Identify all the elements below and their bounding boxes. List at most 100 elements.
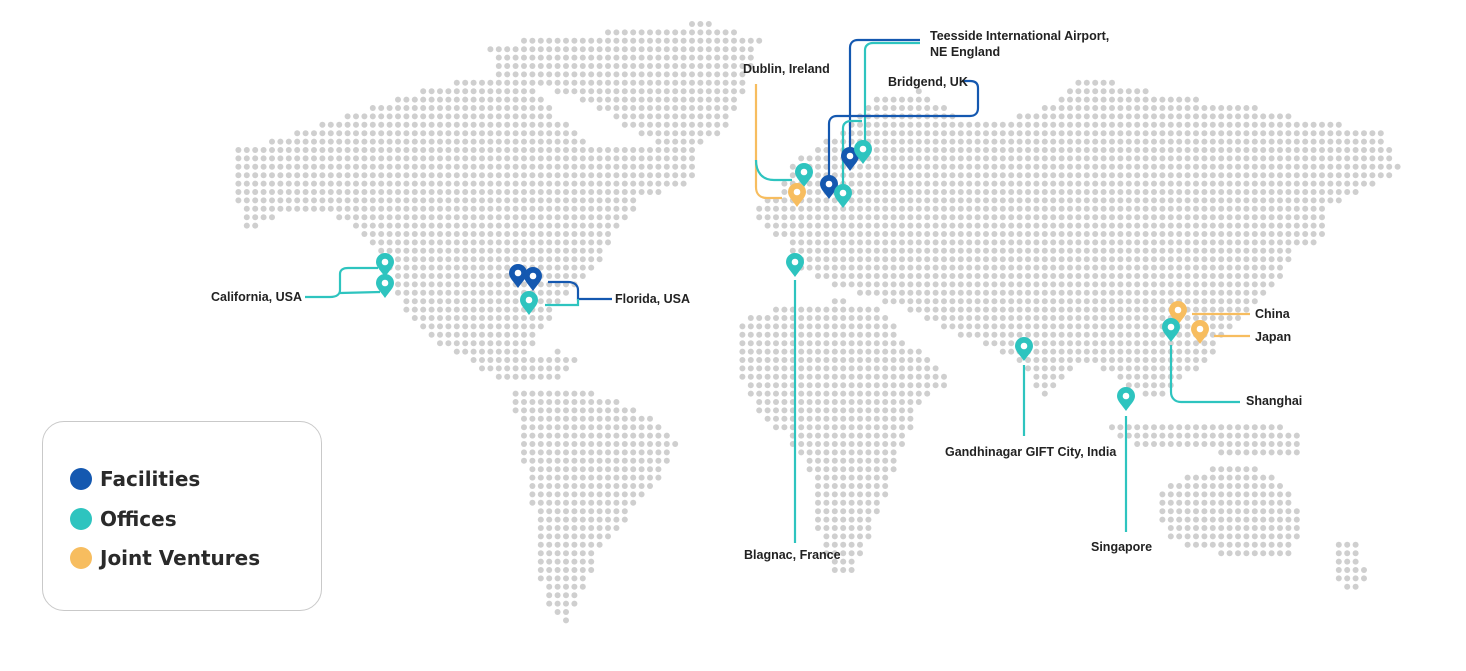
- map-dot: [1277, 508, 1283, 515]
- map-dot: [823, 247, 830, 254]
- map-dot: [1067, 189, 1073, 195]
- map-dot: [840, 390, 847, 397]
- map-dot: [873, 499, 880, 506]
- map-dot: [395, 189, 401, 195]
- map-dot: [1218, 138, 1225, 145]
- map-dot: [1025, 239, 1031, 246]
- map-dot: [638, 172, 645, 179]
- map-dot: [924, 357, 931, 363]
- japan-jv-pin[interactable]: [1191, 320, 1209, 344]
- map-dot: [613, 483, 620, 489]
- map-dot: [882, 163, 889, 170]
- map-dot: [361, 205, 368, 212]
- map-dot: [1251, 541, 1258, 548]
- map-dot: [1125, 155, 1132, 162]
- map-dot: [663, 46, 670, 53]
- map-dot: [957, 163, 964, 170]
- map-dot: [420, 273, 427, 279]
- map-dot: [1008, 264, 1015, 271]
- map-dot: [1041, 281, 1048, 288]
- shanghai-office-pin[interactable]: [1162, 318, 1180, 342]
- map-dot: [1193, 348, 1199, 355]
- map-dot: [336, 172, 343, 179]
- california-office-pin-1[interactable]: [376, 253, 394, 277]
- map-dot: [1134, 138, 1141, 145]
- map-dot: [613, 46, 620, 53]
- map-dot: [1058, 222, 1065, 229]
- map-dot: [806, 197, 813, 204]
- map-dot: [1209, 231, 1216, 237]
- map-dot: [806, 457, 813, 464]
- map-dot: [537, 205, 544, 212]
- florida-facility-pin-2[interactable]: [524, 267, 542, 291]
- map-dot: [865, 474, 872, 481]
- map-dot: [798, 155, 805, 162]
- map-dot: [831, 373, 838, 380]
- map-dot: [512, 331, 519, 338]
- map-dot: [1209, 138, 1216, 145]
- map-dot: [1058, 323, 1065, 330]
- map-dot: [1067, 180, 1073, 187]
- map-dot: [596, 205, 603, 212]
- map-dot: [529, 222, 536, 229]
- map-dot: [554, 172, 561, 179]
- map-dot: [1125, 348, 1132, 355]
- map-dot: [386, 214, 393, 221]
- map-dot: [932, 205, 939, 212]
- map-dot: [915, 382, 922, 389]
- map-dot: [1142, 239, 1149, 246]
- map-dot: [890, 399, 897, 405]
- map-dot: [512, 113, 519, 120]
- gandhinagar-office-pin[interactable]: [1015, 337, 1033, 361]
- map-dot: [672, 71, 679, 78]
- map-dot: [563, 567, 569, 573]
- map-dot: [554, 264, 561, 271]
- map-dot: [1050, 247, 1057, 254]
- map-dot: [1302, 231, 1309, 237]
- map-dot: [563, 289, 569, 296]
- map-dot: [1235, 172, 1241, 179]
- map-dot: [571, 172, 578, 179]
- map-dot: [1352, 147, 1359, 153]
- map-dot: [495, 306, 502, 313]
- map-dot: [1176, 357, 1183, 363]
- map-dot: [1159, 348, 1166, 355]
- map-dot: [621, 457, 628, 464]
- map-dot: [403, 281, 410, 288]
- bridgend-office-pin[interactable]: [834, 184, 852, 208]
- map-dot: [1201, 163, 1208, 170]
- map-dot: [1109, 88, 1115, 95]
- map-dot: [991, 298, 998, 305]
- map-dot: [915, 247, 922, 254]
- map-dot: [1008, 348, 1015, 355]
- map-dot: [1151, 390, 1157, 397]
- map-dot: [831, 508, 838, 515]
- map-dot: [1067, 88, 1073, 95]
- map-dot: [1025, 180, 1031, 187]
- map-dot: [1067, 231, 1073, 237]
- map-dot: [521, 222, 527, 229]
- map-dot: [487, 214, 494, 221]
- map-dot: [605, 525, 611, 531]
- map-dot: [1235, 289, 1241, 296]
- map-dot: [890, 264, 897, 271]
- map-dot: [252, 222, 259, 229]
- map-dot: [1176, 189, 1183, 195]
- map-dot: [437, 273, 443, 279]
- california-office-pin-2[interactable]: [376, 274, 394, 298]
- blagnac-office-pin[interactable]: [786, 253, 804, 277]
- map-dot: [344, 138, 351, 145]
- map-dot: [1327, 197, 1334, 204]
- map-dot: [731, 63, 737, 69]
- map-dot: [831, 516, 838, 523]
- map-dot: [966, 331, 973, 338]
- map-dot: [1159, 382, 1166, 389]
- map-dot: [1277, 197, 1283, 204]
- map-dot: [411, 138, 418, 145]
- singapore-office-pin[interactable]: [1117, 387, 1135, 411]
- dublin-jv-pin[interactable]: [788, 183, 806, 207]
- map-dot: [512, 163, 519, 170]
- map-dot: [974, 273, 981, 279]
- map-dot: [1243, 172, 1250, 179]
- map-dot: [1041, 340, 1048, 347]
